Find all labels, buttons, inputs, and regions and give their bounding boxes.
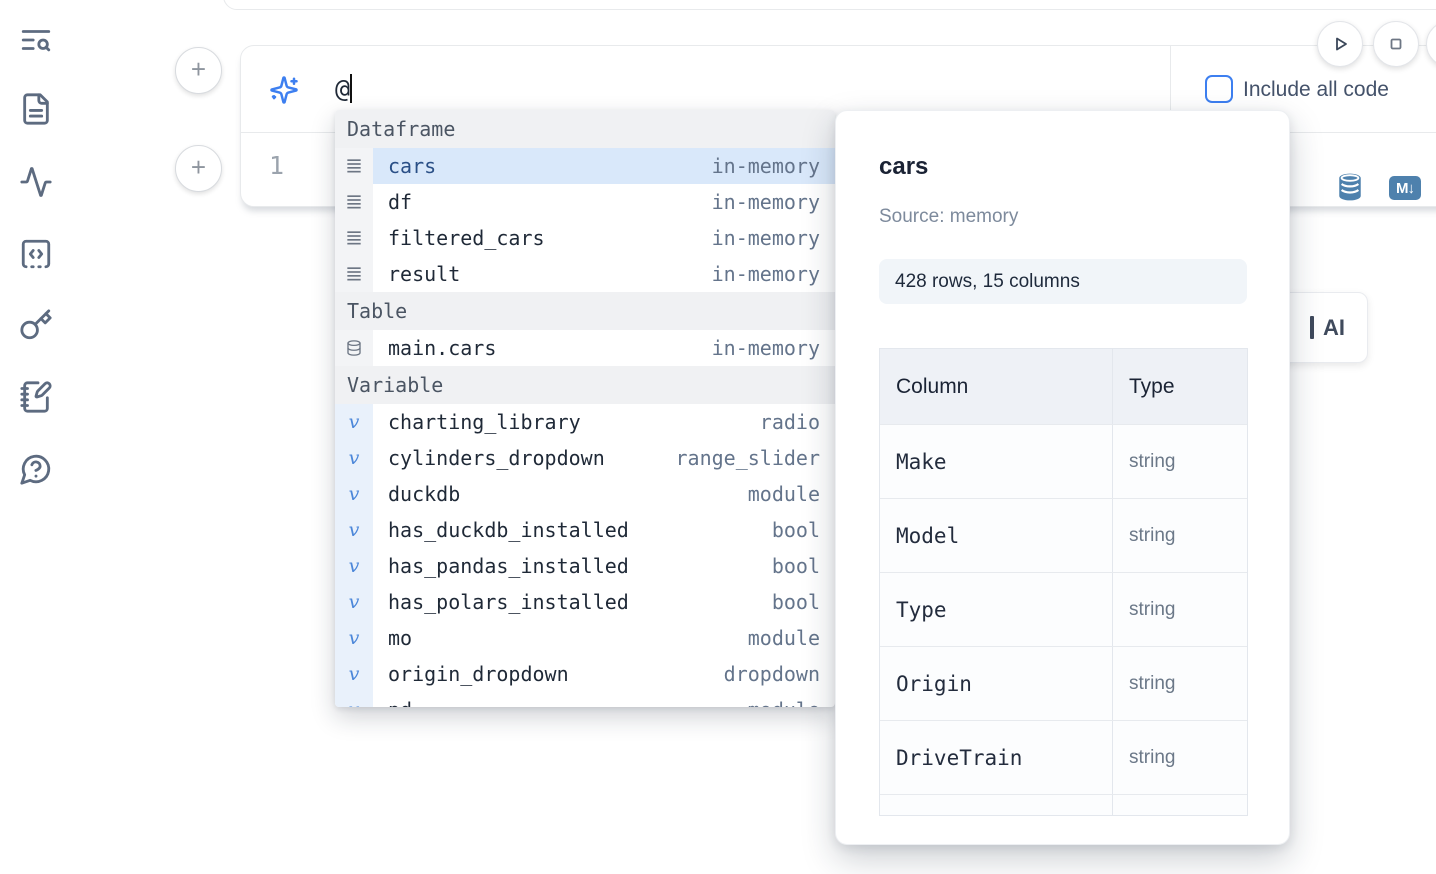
schema-row-drivetrain: DriveTrain string <box>880 720 1247 794</box>
dataframe-preview-panel: cars Source: memory 428 rows, 15 columns… <box>835 110 1290 845</box>
type-header: Type <box>1129 374 1175 398</box>
text-caret <box>350 74 353 103</box>
preview-title: cars <box>879 153 929 180</box>
variable-icon: v <box>335 440 373 476</box>
rows-icon <box>335 256 373 292</box>
variable-icon: v <box>335 404 373 440</box>
variable-icon: v <box>335 692 373 707</box>
database-icon <box>335 330 373 366</box>
include-all-code-label: Include all code <box>1243 78 1389 101</box>
file-document-icon[interactable] <box>19 92 55 128</box>
previous-cell <box>223 0 1436 10</box>
schema-header-row: Column Type <box>880 349 1247 424</box>
schema-row-origin: Origin string <box>880 646 1247 720</box>
add-cell-below-button[interactable]: + <box>175 145 222 192</box>
variable-icon: v <box>335 584 373 620</box>
ai-sparkles-icon <box>269 75 299 105</box>
section-header-variable: Variable <box>335 366 835 404</box>
stop-cell-button[interactable] <box>1373 21 1419 67</box>
ai-button-label: AI <box>1323 314 1345 340</box>
completion-item-pd-clipped[interactable]: v pdmodule <box>335 692 835 707</box>
rows-icon <box>335 220 373 256</box>
line-number: 1 <box>269 151 285 180</box>
activity-tracer-icon[interactable] <box>19 165 55 201</box>
include-all-code-checkbox[interactable] <box>1205 75 1233 103</box>
run-cell-button[interactable] <box>1317 21 1363 67</box>
rows-icon <box>335 184 373 220</box>
variable-icon: v <box>335 548 373 584</box>
shape-badge: 428 rows, 15 columns <box>879 259 1247 304</box>
variable-icon: v <box>335 656 373 692</box>
clipped-letter-fragment <box>1310 316 1314 339</box>
code-snippets-icon[interactable] <box>19 237 55 273</box>
schema-row-model: Model string <box>880 498 1247 572</box>
schema-row-type: Type string <box>880 572 1247 646</box>
add-cell-above-button[interactable]: + <box>175 47 222 94</box>
prompt-text: @ <box>335 74 351 103</box>
schema-row-make: Make string <box>880 424 1247 498</box>
variable-icon: v <box>335 512 373 548</box>
ai-prompt-input[interactable]: @ <box>335 74 353 103</box>
preview-source: Source: memory <box>879 206 1019 227</box>
variable-icon: v <box>335 476 373 512</box>
toc-search-icon[interactable] <box>19 23 55 59</box>
variable-icon: v <box>335 620 373 656</box>
scratchpad-notebook-icon[interactable] <box>19 380 55 416</box>
schema-row-clipped <box>880 794 1247 815</box>
section-header-dataframe: Dataframe <box>335 110 835 148</box>
datasource-icon[interactable] <box>1336 171 1364 203</box>
input-right-divider <box>1170 46 1171 132</box>
secrets-key-icon[interactable] <box>19 308 55 344</box>
markdown-convert-icon[interactable]: M↓ <box>1389 176 1421 200</box>
section-header-table: Table <box>335 292 835 330</box>
rows-icon <box>335 148 373 184</box>
help-chat-icon[interactable] <box>19 452 55 488</box>
column-header: Column <box>880 349 1113 424</box>
schema-table: Column Type Make string Model string Typ… <box>879 348 1248 816</box>
